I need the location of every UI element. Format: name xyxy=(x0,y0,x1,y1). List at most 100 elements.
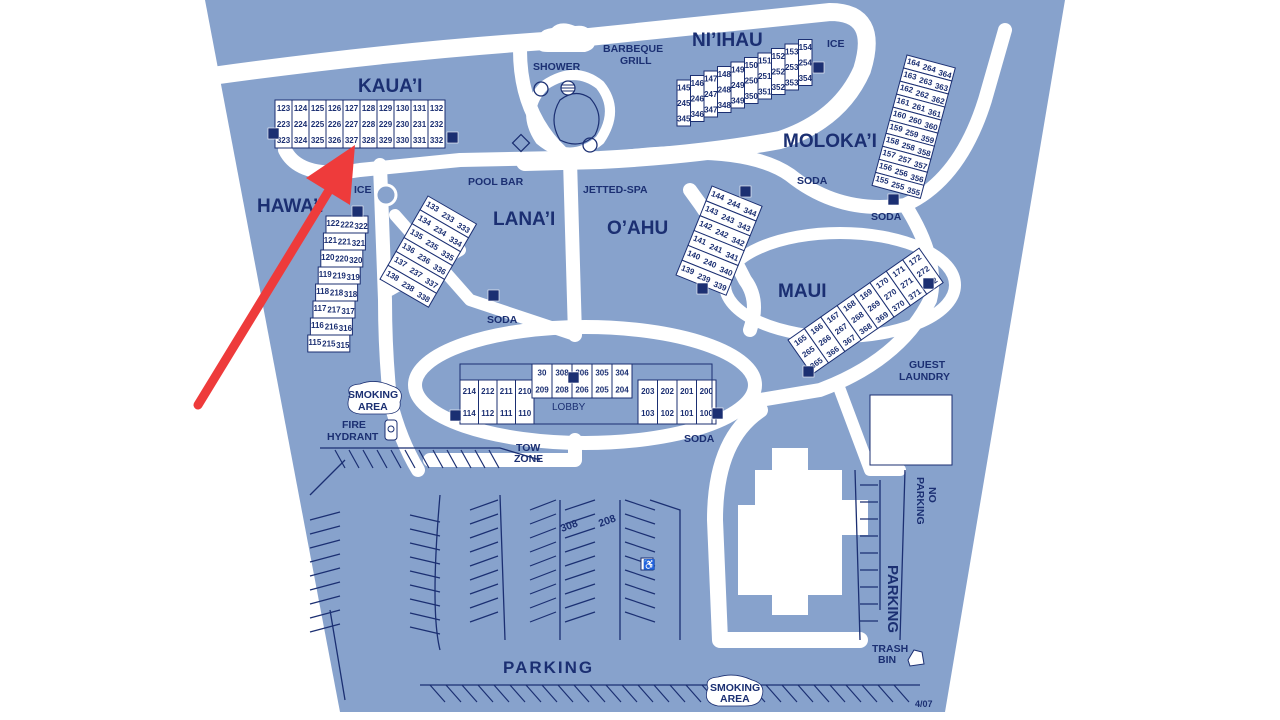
unit-number: 352 xyxy=(772,83,786,92)
parking-stall-line xyxy=(624,583,656,595)
unit-number: 116 xyxy=(311,321,324,330)
parking-stall-line xyxy=(564,527,596,539)
parking-stall-line xyxy=(564,569,596,581)
unit-number: 345 xyxy=(677,114,691,123)
unit-number: 364 xyxy=(937,68,953,80)
unit-number: 203 xyxy=(641,387,655,396)
parking-stall-line xyxy=(469,569,499,581)
vending-machine-icon xyxy=(739,185,752,198)
unit-number: 260 xyxy=(908,115,924,127)
unit-number: 246 xyxy=(691,95,705,104)
unit-number: 257 xyxy=(897,154,913,166)
parking-stall-line xyxy=(564,583,596,595)
unit-number: 110 xyxy=(518,409,531,418)
parking-stall-line xyxy=(309,511,341,521)
unit-number: 122 xyxy=(326,219,340,228)
unit-number: 126 xyxy=(328,104,342,113)
unit-number: 204 xyxy=(615,386,629,395)
unit-number: 212 xyxy=(481,387,495,396)
parking-stall-line xyxy=(409,598,441,607)
unit-number: 209 xyxy=(535,386,549,395)
unit-number: 128 xyxy=(362,104,376,113)
parking-stall-line xyxy=(409,514,441,523)
red-arrow-annotation xyxy=(193,145,355,410)
unit-number: 227 xyxy=(345,120,359,129)
unit-number: 157 xyxy=(881,148,897,160)
unit-number: 202 xyxy=(661,387,675,396)
unit-number: 331 xyxy=(413,136,427,145)
parking-stall-line xyxy=(469,583,499,595)
unit-number: 123 xyxy=(277,104,291,113)
parking-stall-line xyxy=(564,597,596,609)
parking-stall-line xyxy=(469,611,499,623)
parking-stall-line xyxy=(529,513,557,525)
unit-number: 359 xyxy=(920,133,936,145)
parking-stall-line xyxy=(362,449,374,469)
unit-number: 201 xyxy=(680,387,694,396)
parking-stall-line xyxy=(469,499,499,511)
building-lanai: 1332333331342343341352353351362363361372… xyxy=(379,195,478,308)
parking-stall-line xyxy=(525,684,542,703)
trash-bin-label-1: TRASH xyxy=(872,643,908,655)
unit-number: 316 xyxy=(339,324,353,333)
parking-stall-line xyxy=(460,449,472,469)
fire-hydrant-icon xyxy=(384,419,398,441)
parking-stall-line xyxy=(529,527,557,539)
building-oahu: 1442443441432433431422423421412413411402… xyxy=(675,185,763,296)
parking-stall-line xyxy=(409,542,441,551)
parking-stall-line xyxy=(637,684,654,703)
unit-number: 253 xyxy=(785,63,799,72)
grill-label: GRILL xyxy=(620,55,652,67)
pool-bar-icon xyxy=(511,133,531,153)
guest-laundry-label-2: LAUNDRY xyxy=(899,371,950,383)
no-parking-label: NO PARKING xyxy=(914,477,938,525)
vending-machine-icon xyxy=(567,371,580,384)
unit-number: 131 xyxy=(413,104,427,113)
soda-label-lanai: SODA xyxy=(487,314,518,326)
parking-stall-line xyxy=(624,513,656,525)
fire-hydrant-label-1: FIRE xyxy=(342,419,366,431)
parking-stall-line xyxy=(624,597,656,609)
soda-label-molokai: SODA xyxy=(871,211,902,223)
unit-number: 357 xyxy=(913,159,929,171)
smoking-area-cloud-bottom xyxy=(705,674,764,707)
unit-number: 315 xyxy=(336,341,350,350)
unit-number: 208 xyxy=(555,386,569,395)
parking-stall-line xyxy=(348,449,360,469)
unit-number: 261 xyxy=(911,102,927,114)
unit-number: 318 xyxy=(344,290,358,299)
parking-stall-line xyxy=(624,527,656,539)
unit-number: 232 xyxy=(430,120,444,129)
jetted-spa-label: JETTED-SPA xyxy=(583,184,648,196)
soda-label-oahu: SODA xyxy=(797,175,828,187)
unit-number: 249 xyxy=(731,81,745,90)
parking-stall-line xyxy=(334,449,346,469)
unit-number: 164 xyxy=(906,57,922,69)
guest-laundry-building xyxy=(869,394,953,466)
unit-number: 251 xyxy=(758,72,772,81)
area-label-niihau: NI’IHAU xyxy=(692,30,763,51)
unit-number: 363 xyxy=(934,81,950,93)
vending-machine-icon xyxy=(449,409,462,422)
unit-number: 255 xyxy=(890,180,906,192)
unit-number: 330 xyxy=(396,136,410,145)
area-label-kauai: KAUA’I xyxy=(358,76,422,97)
parking-stall-line xyxy=(474,449,486,469)
unit-number: 356 xyxy=(909,172,925,184)
unit-number: 132 xyxy=(430,104,444,113)
parking-stall-line xyxy=(376,449,388,469)
unit-number: 322 xyxy=(354,222,368,231)
parking-stall-line xyxy=(409,528,441,537)
unit-number: 329 xyxy=(379,136,393,145)
unit-number: 118 xyxy=(316,287,329,296)
unit-number: 117 xyxy=(314,304,327,313)
revision-date: 4/07 xyxy=(915,699,933,709)
unit-number: 248 xyxy=(718,86,732,95)
vending-machine-icon xyxy=(487,289,500,302)
parking-stall-line xyxy=(309,623,341,633)
parking-stall-line xyxy=(529,583,557,595)
unit-number: 263 xyxy=(918,75,934,87)
unit-number: 147 xyxy=(704,75,718,84)
